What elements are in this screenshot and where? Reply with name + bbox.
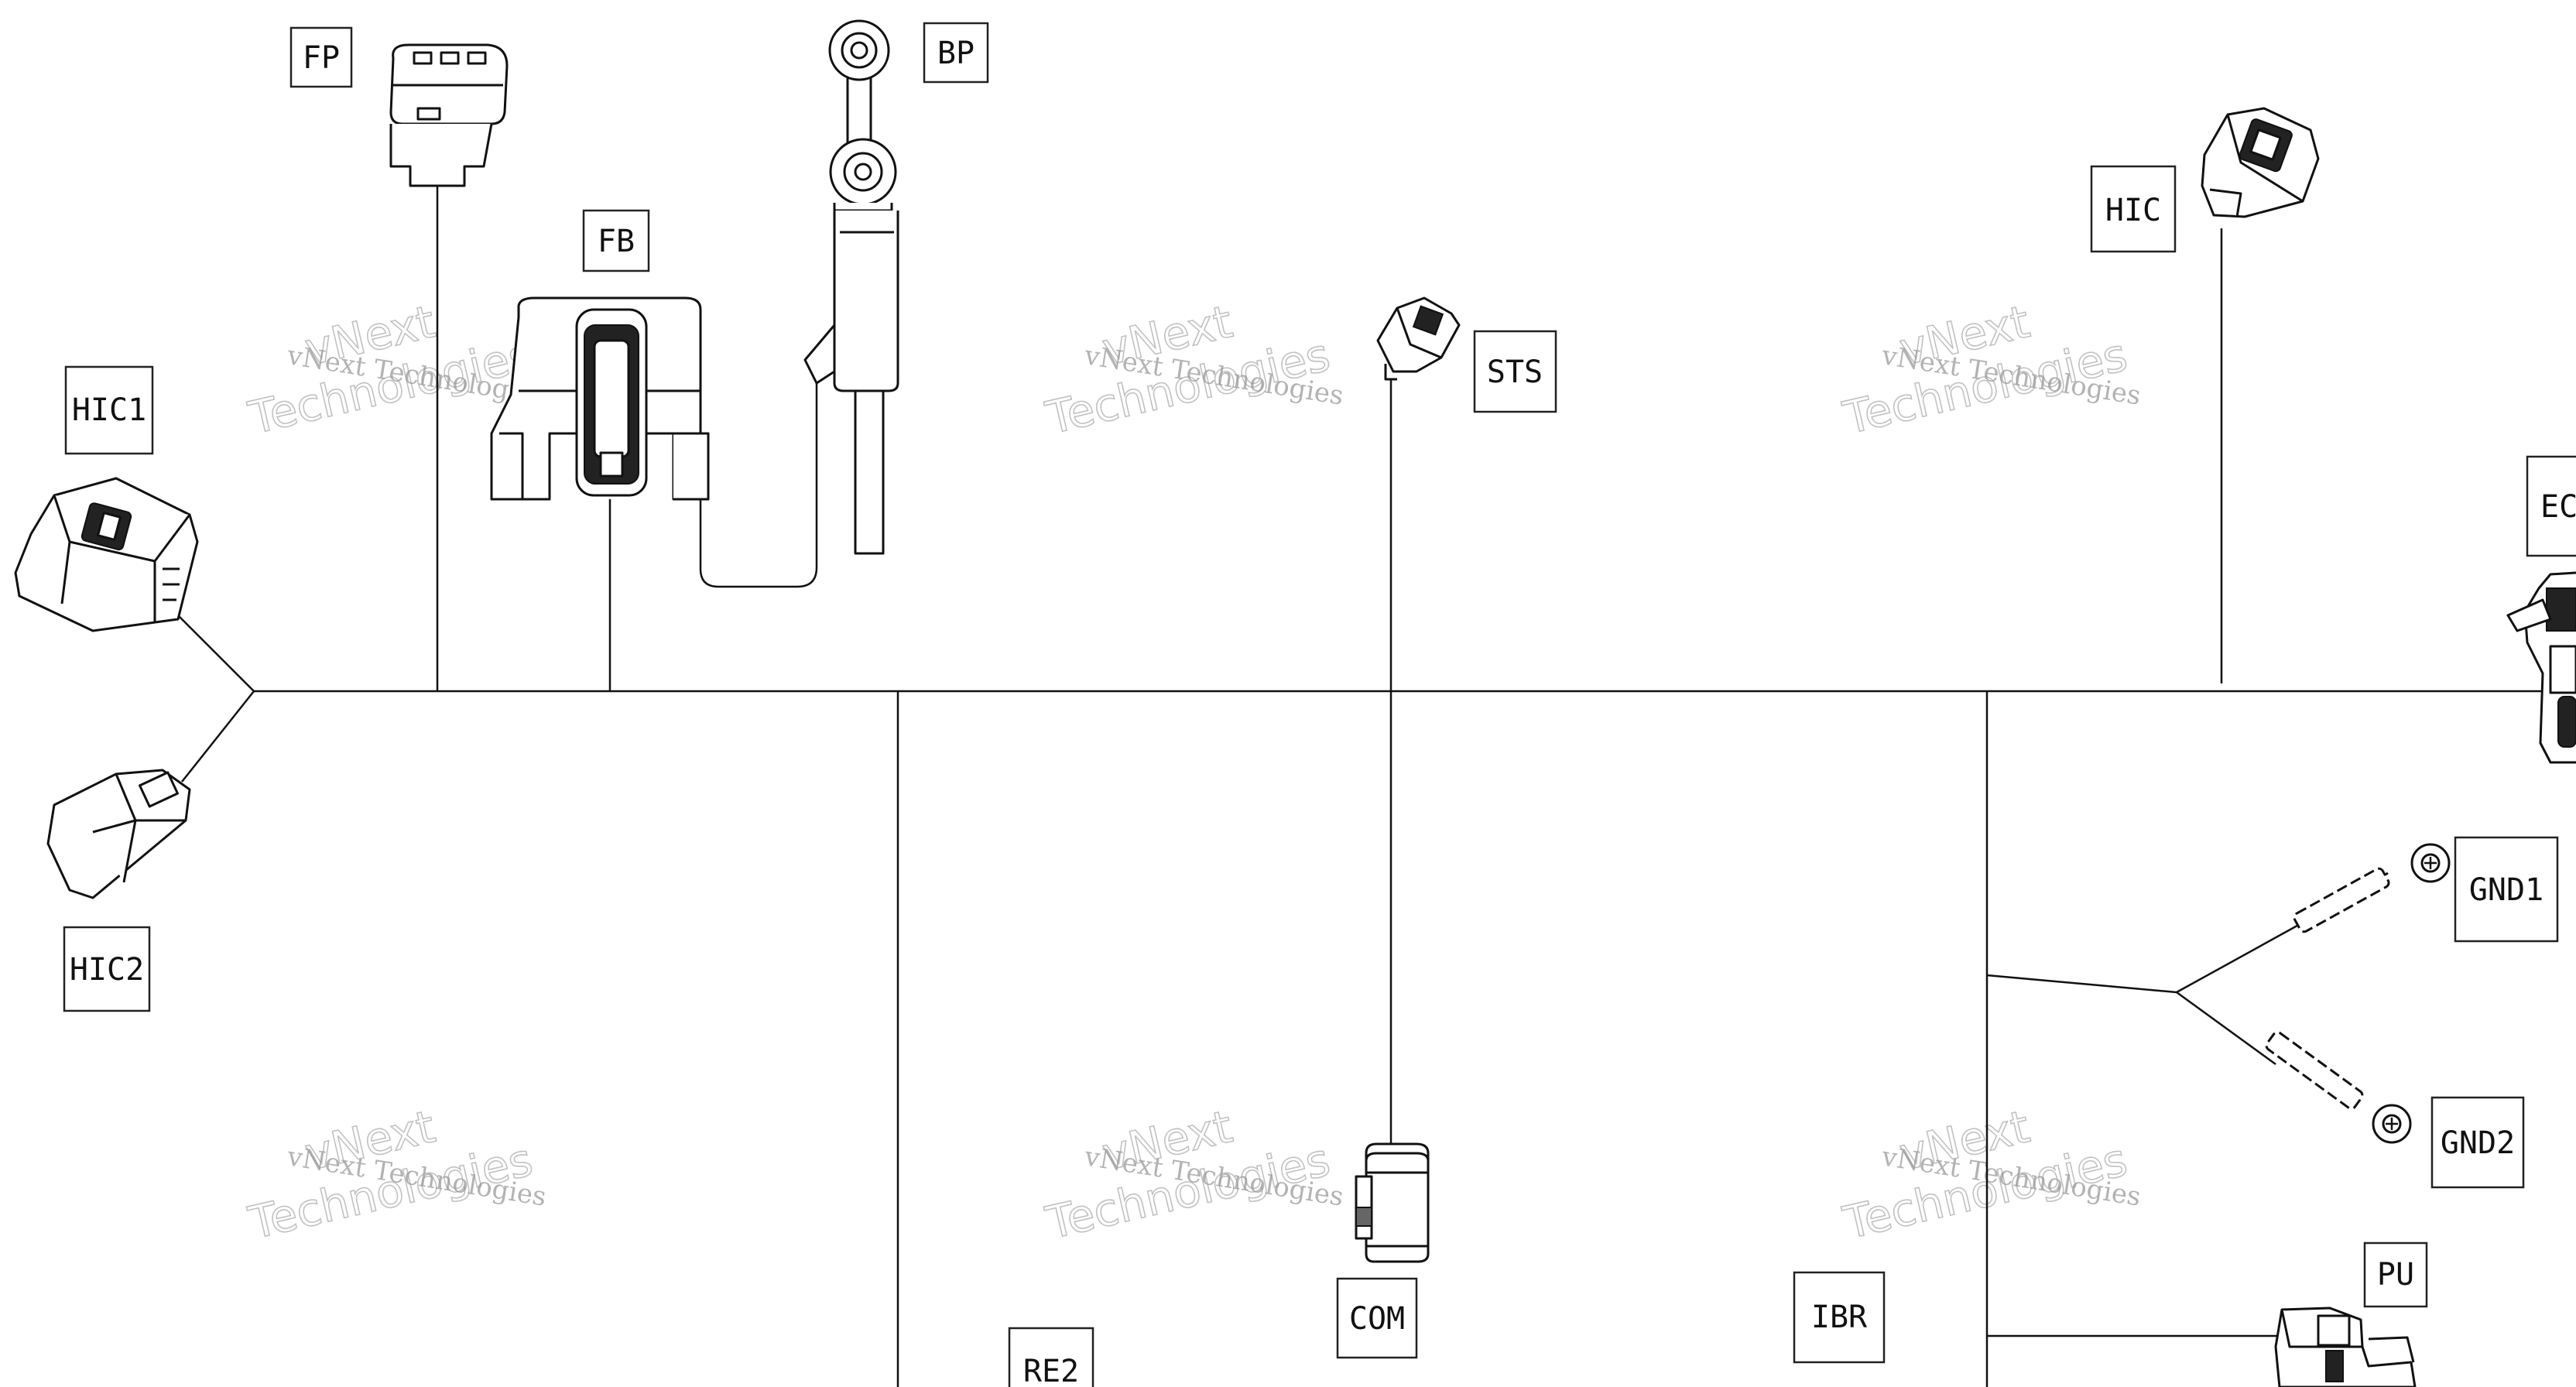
label-gnd1: GND1 — [2454, 836, 2559, 943]
label-hic1: HIC1 — [64, 365, 154, 455]
bp-sensor-icon[interactable] — [803, 19, 899, 555]
label-bp: BP — [923, 22, 989, 84]
gnd1-wire — [2176, 921, 2304, 994]
label-hic: HIC — [2090, 165, 2177, 253]
gnd-split-wire — [1986, 974, 2177, 994]
com-connector-icon[interactable] — [1355, 1142, 1430, 1263]
ec-ecu-icon[interactable] — [2506, 571, 2576, 764]
label-sts-text: STS — [1487, 354, 1543, 390]
hic2-connector-icon[interactable] — [46, 769, 191, 899]
gnd2-wire — [2176, 991, 2276, 1066]
gnd2-terminal-icon[interactable] — [2265, 1030, 2412, 1144]
label-gnd2: GND2 — [2430, 1096, 2525, 1189]
label-bp-text: BP — [937, 36, 975, 71]
label-ec-text: EC — [2540, 489, 2576, 525]
gnd1-terminal-icon[interactable] — [2293, 843, 2451, 933]
pu-connector-icon[interactable] — [2274, 1307, 2417, 1387]
sts-sensor-icon[interactable] — [1376, 296, 1461, 381]
label-hic-text: HIC — [2105, 193, 2161, 228]
label-gnd1-text: GND1 — [2469, 872, 2543, 908]
label-sts: STS — [1473, 330, 1557, 413]
label-com: COM — [1336, 1277, 1418, 1359]
label-ibr: IBR — [1793, 1271, 1886, 1364]
label-fp: FP — [289, 26, 353, 88]
label-fp-text: FP — [303, 40, 340, 76]
hic2-branch-wire — [181, 690, 255, 783]
fp-connector-icon[interactable] — [389, 43, 509, 187]
label-pu-text: PU — [2377, 1257, 2414, 1293]
label-ibr-text: IBR — [1811, 1300, 1868, 1335]
hic1-connector-icon[interactable] — [14, 477, 199, 632]
hic-connector-icon[interactable] — [2201, 107, 2320, 218]
label-gnd2-text: GND2 — [2441, 1125, 2515, 1161]
fb-fusebox-icon[interactable] — [490, 296, 710, 501]
label-fb: FB — [582, 209, 650, 272]
label-hic2: HIC2 — [63, 926, 151, 1012]
label-re2: RE2 — [1008, 1327, 1094, 1387]
label-re2-text: RE2 — [1023, 1354, 1079, 1387]
label-hic2-text: HIC2 — [70, 952, 144, 988]
bp-loop-wire — [699, 372, 818, 588]
label-hic1-text: HIC1 — [72, 392, 146, 428]
label-ec: EC — [2526, 455, 2576, 557]
harness-wires — [158, 186, 2576, 1387]
label-fb-text: FB — [598, 224, 635, 259]
label-pu: PU — [2363, 1241, 2428, 1308]
label-com-text: COM — [1349, 1301, 1405, 1337]
